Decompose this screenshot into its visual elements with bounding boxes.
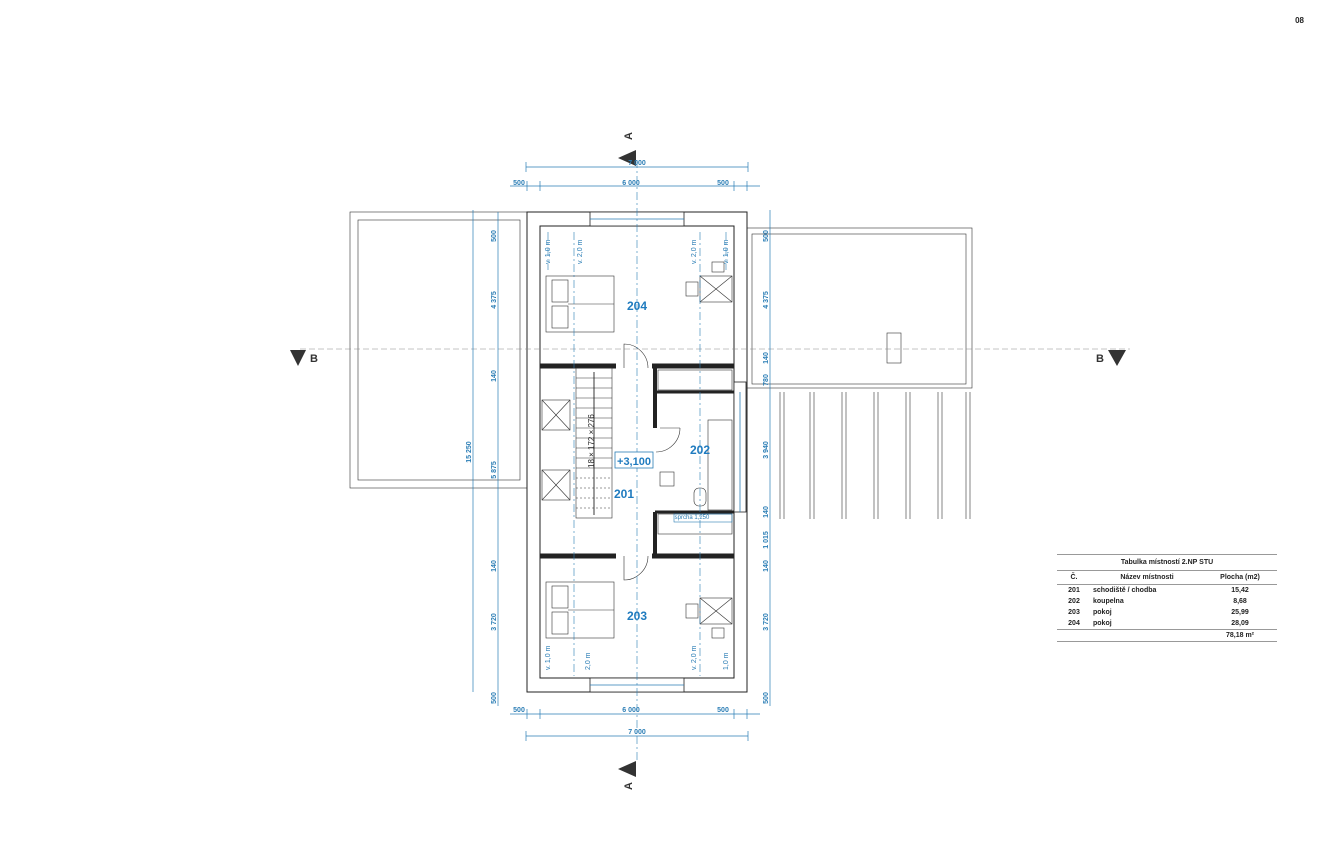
desks [685, 261, 733, 639]
dim-right-seg-0: 500 [763, 230, 770, 242]
section-mark-b-right: B [1096, 353, 1104, 365]
dim-left-seg-5: 3 720 [491, 613, 498, 631]
dim-bottom-total: 7 000 [628, 729, 646, 736]
dim-left-seg-0: 500 [491, 230, 498, 242]
shower-label: sprcha 1,250 [675, 515, 710, 521]
page-number: 08 [1295, 16, 1304, 25]
room-name: schodiště / chodba [1093, 587, 1157, 594]
height-label-3: v. 2,0 m [691, 239, 698, 264]
dim-left-seg-1: 4 375 [491, 291, 498, 309]
staircase [575, 367, 613, 519]
dim-left-seg-3: 5 875 [491, 461, 498, 479]
bathroom-fixtures [659, 419, 733, 523]
dim-bottom-right: 500 [717, 707, 729, 714]
dim-left-total: 15 250 [466, 441, 473, 463]
left-dimensions: 15 250 500 4 375 140 5 875 140 3 720 500 [466, 210, 499, 706]
internal-walls [540, 363, 747, 559]
room-number-204: 204 [627, 299, 647, 313]
room-table: Tabulka místností 2.NP STU Č. Název míst… [1057, 554, 1277, 642]
room-table-grid: Č. Název místnosti Plocha (m2) 201 schod… [1057, 571, 1277, 642]
col-header-name: Název místnosti [1091, 571, 1203, 585]
height-label-1: v. 1,0 m [545, 239, 552, 264]
dim-top-mid: 6 000 [622, 180, 640, 187]
dim-left-seg-2: 140 [491, 370, 498, 382]
table-row: 204 pokoj 28,09 [1057, 618, 1277, 630]
room-table-title: Tabulka místností 2.NP STU [1057, 554, 1277, 571]
left-terrace [349, 211, 529, 489]
section-mark-a-top: A [623, 132, 635, 140]
level-mark: +3,100 [617, 456, 651, 468]
right-pergola [745, 227, 973, 519]
room-area: 15,42 [1231, 587, 1249, 594]
total-area: 78,18 m² [1203, 629, 1277, 642]
height-label-8: 1,0 m [723, 652, 730, 670]
room-no: 202 [1068, 598, 1080, 605]
room-no: 204 [1068, 620, 1080, 627]
section-mark-a-bottom: A [623, 782, 635, 790]
dim-right-seg-9: 500 [763, 692, 770, 704]
dim-right-seg-7: 140 [763, 560, 770, 572]
room-no: 201 [1068, 587, 1080, 594]
table-row: 202 koupelna 8,68 [1057, 596, 1277, 607]
room-area: 25,99 [1231, 609, 1249, 616]
height-label-4: v. 1,0 m [723, 239, 730, 264]
height-label-2: v. 2,0 m [577, 239, 584, 264]
bottom-dimensions: 500 6 000 500 7 000 [510, 707, 760, 741]
dim-right-seg-6: 1 015 [763, 531, 770, 549]
table-row: 203 pokoj 25,99 [1057, 607, 1277, 618]
dim-right-seg-2: 140 [763, 352, 770, 364]
bed-203 [545, 581, 615, 639]
dim-left-seg-6: 500 [491, 692, 498, 704]
dim-right-seg-5: 140 [763, 506, 770, 518]
table-row: 201 schodiště / chodba 15,42 [1057, 585, 1277, 597]
room-no: 203 [1068, 609, 1080, 616]
room-number-203: 203 [627, 609, 647, 623]
height-label-6: 2,0 m [585, 652, 592, 670]
section-marks: A A B B [290, 132, 1126, 790]
room-name: pokoj [1093, 609, 1112, 616]
bed-204 [545, 275, 615, 333]
dim-right-seg-4: 3 940 [763, 441, 770, 459]
hall-cabinets [541, 369, 733, 535]
height-label-7: v. 2,0 m [691, 645, 698, 670]
dim-top-total: 7 000 [628, 160, 646, 167]
dim-bottom-mid: 6 000 [622, 707, 640, 714]
section-mark-b-left: B [310, 353, 318, 365]
level-mark-box [614, 451, 654, 469]
room-area: 28,09 [1231, 620, 1249, 627]
dim-bottom-left: 500 [513, 707, 525, 714]
room-name: pokoj [1093, 620, 1112, 627]
room-name: koupelna [1093, 598, 1124, 605]
table-total-row: 78,18 m² [1057, 629, 1277, 642]
dim-right-seg-3: 780 [763, 374, 770, 386]
right-dimensions: 500 4 375 140 780 3 940 140 1 015 140 3 … [763, 210, 771, 706]
room-number-202: 202 [690, 443, 710, 457]
dim-top-right: 500 [717, 180, 729, 187]
dim-right-seg-8: 3 720 [763, 613, 770, 631]
room-number-201: 201 [614, 487, 634, 501]
stair-label: 18 × 172 × 276 [587, 414, 596, 468]
col-header-area: Plocha (m2) [1203, 571, 1277, 585]
col-header-number: Č. [1057, 571, 1091, 585]
top-dimensions: 7 000 500 6 000 500 [510, 160, 760, 191]
dim-right-seg-1: 4 375 [763, 291, 770, 309]
dim-left-seg-4: 140 [491, 560, 498, 572]
doors [623, 343, 649, 581]
height-label-5: v. 1,0 m [545, 645, 552, 670]
dim-top-left: 500 [513, 180, 525, 187]
room-area: 8,68 [1233, 598, 1247, 605]
